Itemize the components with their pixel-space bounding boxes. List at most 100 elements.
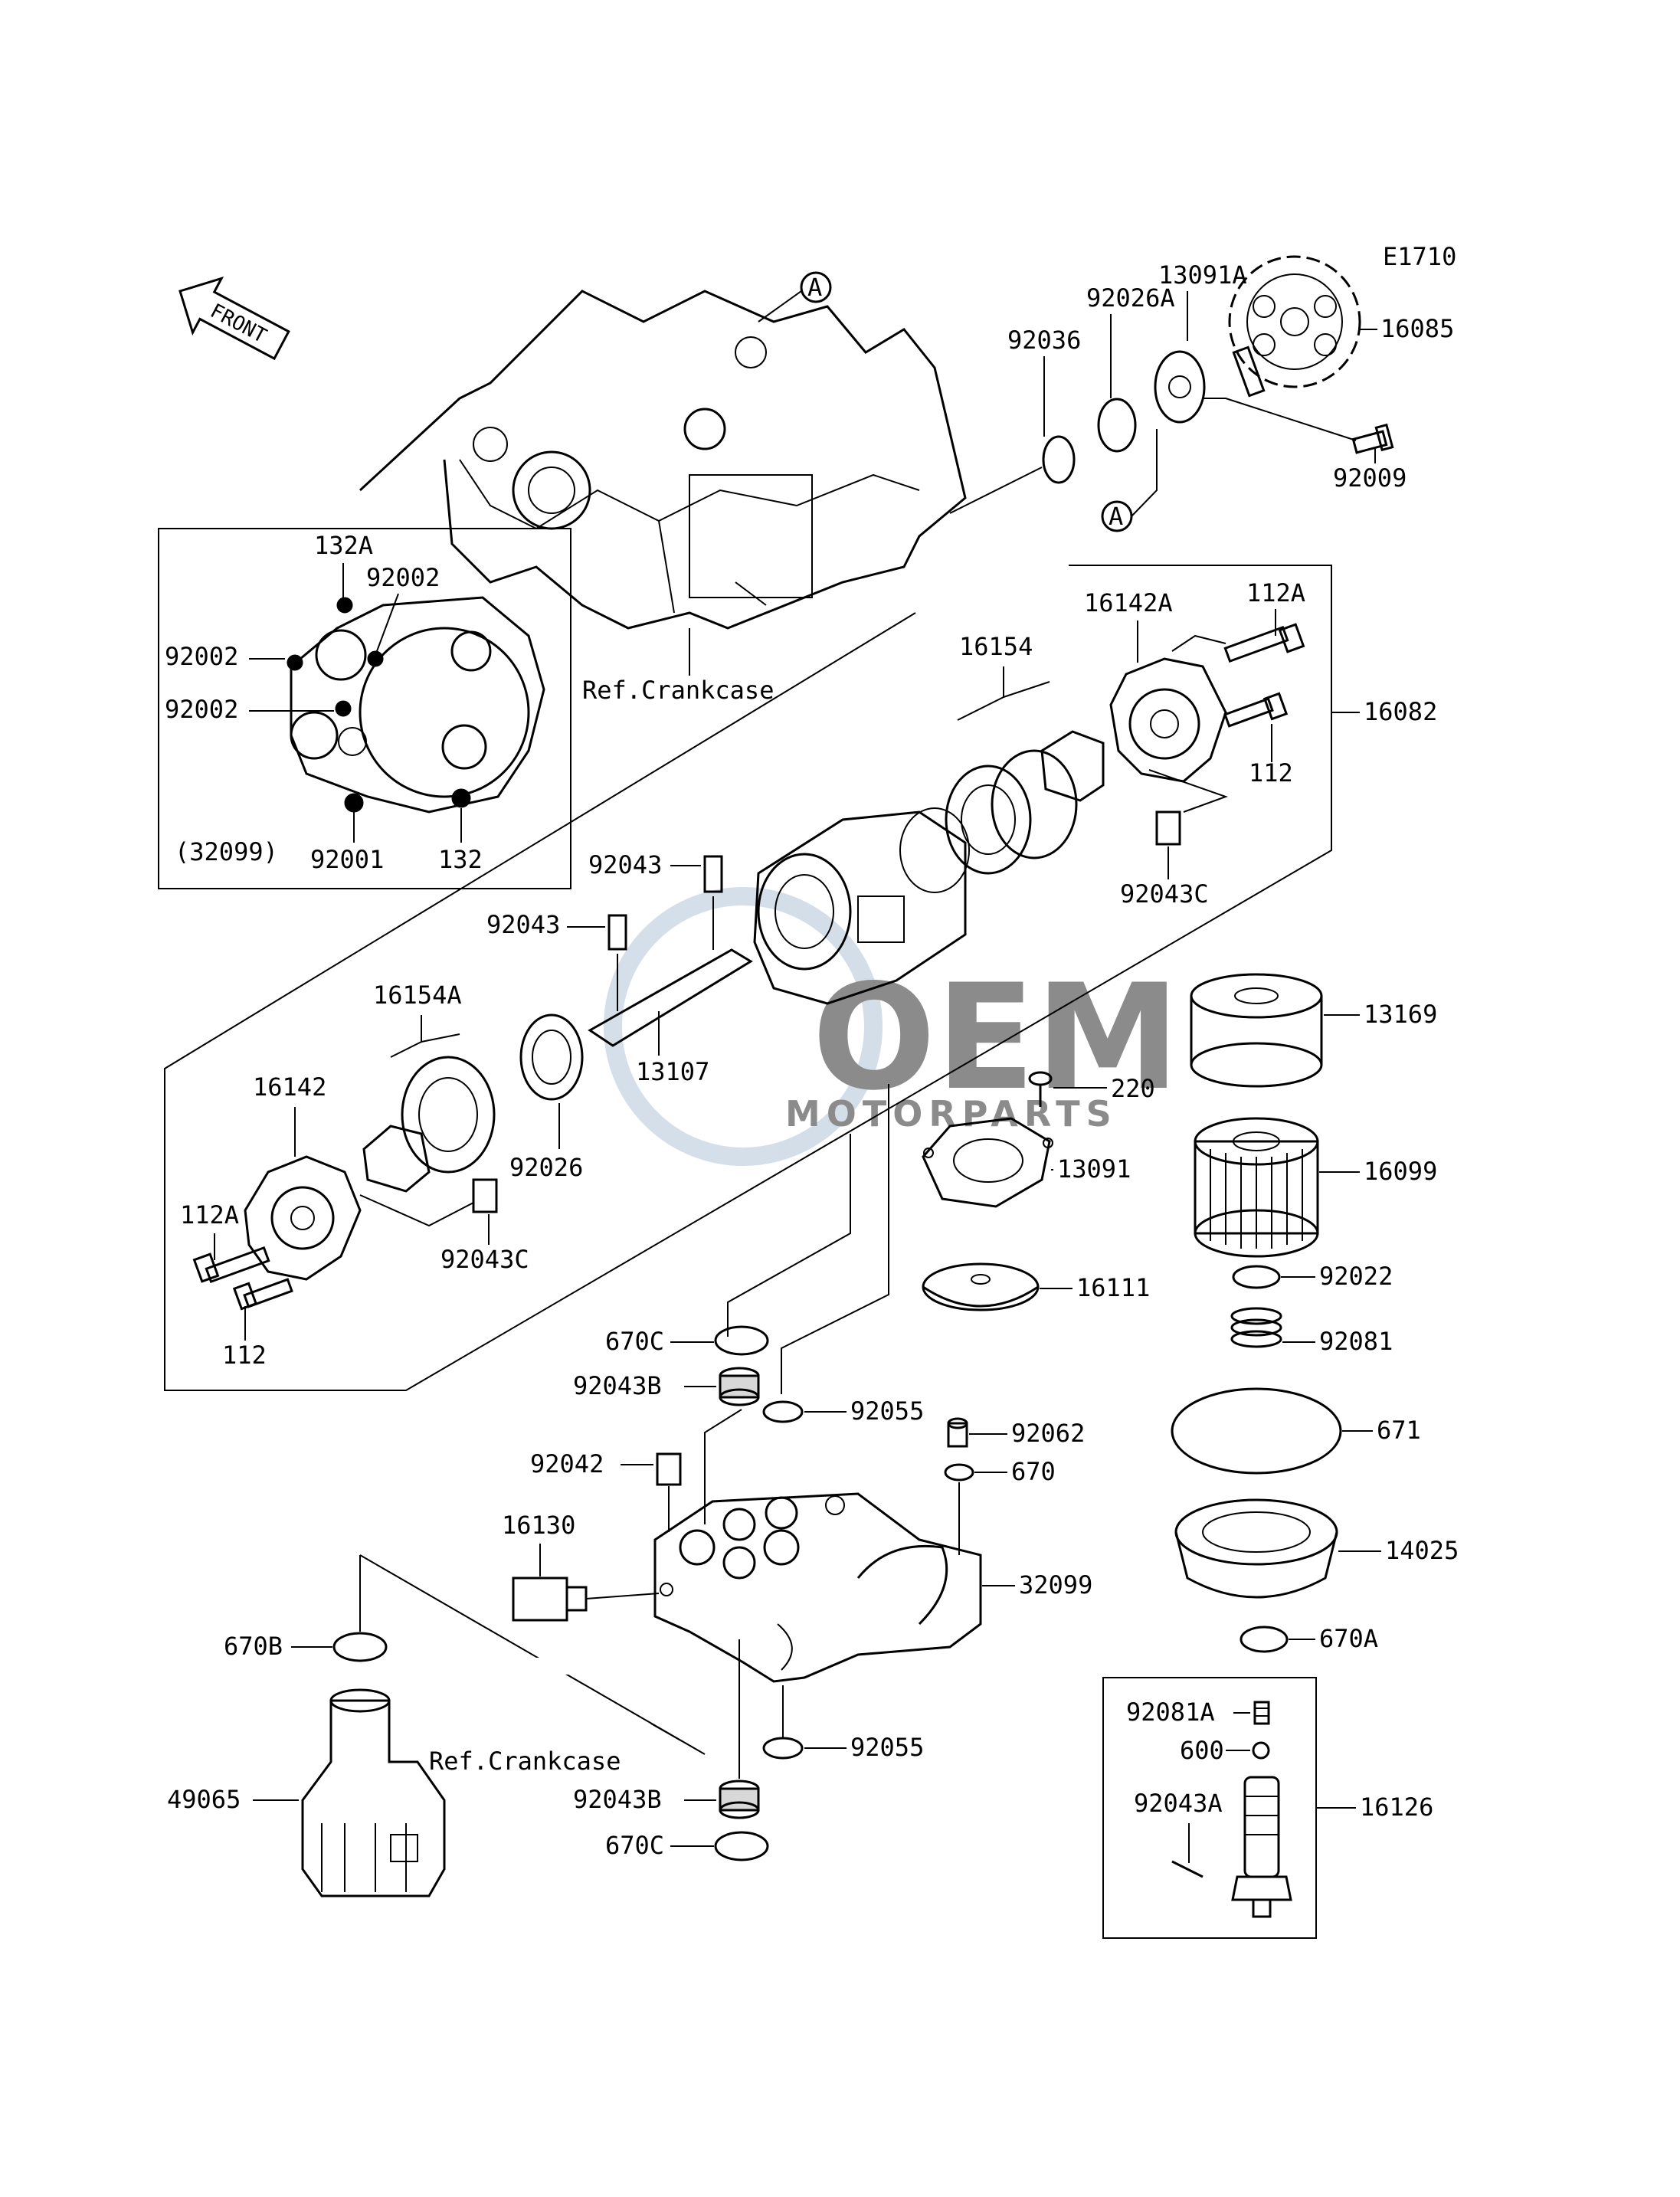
label-92043B-bottom: 92043B: [573, 1785, 662, 1814]
relief-valve-body: [1231, 1776, 1292, 1918]
holder-13091A: [1154, 350, 1206, 424]
switch-16130: [512, 1577, 660, 1622]
washer-92026: [519, 1013, 584, 1101]
ref-marker-right-label: A: [1109, 502, 1123, 531]
screw-220: [1028, 1071, 1053, 1107]
label-132A: 132A: [314, 531, 373, 560]
inner-rotor-16154A: [362, 1125, 431, 1193]
label-112-top: 112: [1249, 758, 1293, 787]
label-92002-b: 92002: [165, 642, 238, 671]
diagram-code: E1710: [1383, 242, 1456, 271]
outer-rotor-16154: [945, 749, 1078, 875]
oil-filter-16099: [1194, 1117, 1319, 1258]
label-13107: 13107: [636, 1057, 709, 1086]
label-670B: 670B: [224, 1632, 283, 1661]
label-16099: 16099: [1364, 1157, 1437, 1186]
oem-watermark: OEM MOTORPARTS: [604, 887, 1180, 1166]
label-92081: 92081: [1319, 1327, 1393, 1356]
label-92055-top: 92055: [850, 1396, 924, 1426]
pump-housing-32099: [653, 1492, 982, 1683]
label-92055-bottom: 92055: [850, 1733, 924, 1762]
label-13169: 13169: [1364, 1000, 1437, 1029]
circlip-92036: [1042, 435, 1076, 484]
label-92002-a: 92002: [366, 563, 440, 592]
bolt-112A-top: [1223, 623, 1305, 663]
label-92026: 92026: [509, 1153, 583, 1182]
seal-92055-bottom: [762, 1737, 804, 1760]
label-92026A: 92026A: [1086, 283, 1175, 313]
label-670A: 670A: [1319, 1624, 1378, 1653]
collar-92043B-bottom: [719, 1780, 760, 1819]
bolt-112-left: [232, 1278, 293, 1311]
filter-cover-14025: [1174, 1498, 1338, 1599]
oring-670C-top: [714, 1325, 769, 1356]
ball-600: [1252, 1741, 1270, 1760]
watermark-sub: MOTORPARTS: [785, 1093, 1118, 1135]
label-92042: 92042: [530, 1449, 604, 1478]
outer-rotor-16154A: [401, 1056, 496, 1174]
label-92001: 92001: [310, 845, 384, 874]
washer-92026A: [1097, 398, 1137, 453]
label-92043C-top: 92043C: [1120, 879, 1209, 909]
label-92043-a: 92043: [588, 850, 662, 879]
label-16130: 16130: [502, 1511, 575, 1540]
washer-92022: [1232, 1265, 1281, 1289]
inner-rotor-16154: [1040, 730, 1105, 802]
label-49065: 49065: [167, 1785, 241, 1814]
pump-cover-16142: [244, 1155, 362, 1281]
label-92043A: 92043A: [1134, 1789, 1223, 1818]
shaft-13107: [588, 948, 753, 1047]
label-16085: 16085: [1380, 314, 1454, 343]
label-16126: 16126: [1360, 1793, 1433, 1822]
ref-crankcase-label-1: Ref.Crankcase: [582, 676, 774, 705]
bolt-112A-left: [192, 1246, 270, 1284]
crankcase-illustration: [359, 290, 967, 630]
label-92009: 92009: [1333, 463, 1407, 493]
pump-cover-inset: [287, 596, 545, 814]
label-13091A: 13091A: [1158, 260, 1247, 290]
label-92043C-left: 92043C: [440, 1245, 529, 1274]
front-arrow-icon: FRONT: [178, 276, 290, 361]
label-670: 670: [1011, 1457, 1056, 1486]
label-92036: 92036: [1007, 326, 1081, 355]
watermark-brand: OEM: [812, 953, 1180, 1122]
pin-92043-b: [607, 914, 627, 951]
ref-crankcase-label-2: Ref.Crankcase: [429, 1747, 621, 1776]
label-670C-bottom: 670C: [605, 1831, 664, 1860]
label-13091: 13091: [1057, 1154, 1131, 1184]
pump-cover-16142A: [1109, 657, 1227, 783]
label-16111: 16111: [1076, 1273, 1150, 1302]
label-92081A: 92081A: [1126, 1698, 1215, 1727]
label-92043-b: 92043: [486, 910, 560, 939]
label-132: 132: [438, 845, 483, 874]
pin-92062: [947, 1417, 968, 1448]
label-112A-left: 112A: [180, 1200, 239, 1229]
label-32099: 32099: [1019, 1570, 1092, 1599]
label-16154: 16154: [959, 632, 1033, 661]
oil-pump-gear-16085: [1228, 255, 1361, 398]
label-16154A: 16154A: [373, 981, 462, 1010]
label-92062: 92062: [1011, 1419, 1085, 1448]
spring-92081: [1230, 1307, 1282, 1348]
label-112A-top: 112A: [1246, 578, 1305, 607]
plate-13091: [922, 1117, 1053, 1208]
ref-marker-top: [800, 271, 832, 303]
pin-92043C-left: [472, 1178, 498, 1213]
pin-92043C-top: [1155, 810, 1181, 846]
pump-assembly-outline: [164, 565, 1332, 1391]
ref-marker-top-label: A: [807, 273, 822, 302]
pump-body: [753, 807, 970, 1005]
label-16142A: 16142A: [1084, 588, 1173, 617]
oring-670A: [1240, 1626, 1289, 1653]
oring-670B: [332, 1632, 388, 1662]
label-16142: 16142: [253, 1072, 326, 1102]
filter-cap-13169: [1190, 973, 1323, 1088]
label-92002-c: 92002: [165, 695, 238, 724]
collar-92042: [656, 1452, 682, 1486]
label-600: 600: [1180, 1736, 1224, 1765]
label-220: 220: [1111, 1074, 1155, 1103]
oring-670: [944, 1463, 974, 1482]
label-670C-top: 670C: [605, 1327, 664, 1356]
oring-671: [1171, 1387, 1342, 1475]
